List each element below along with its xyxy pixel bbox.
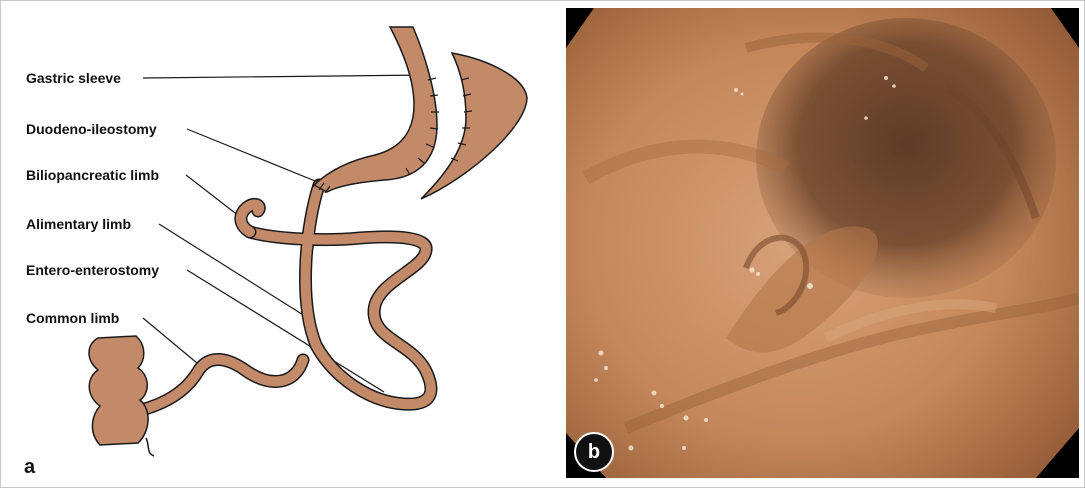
endoscopic-photo <box>566 8 1079 478</box>
label-alimentary-limb: Alimentary limb <box>26 216 131 232</box>
label-common-limb: Common limb <box>26 310 119 326</box>
panel-a-diagram: Gastric sleeve Duodeno-ileostomy Biliopa… <box>0 0 565 486</box>
panel-letter-a: a <box>24 456 35 479</box>
label-biliopancreatic-limb: Biliopancreatic limb <box>26 167 159 183</box>
label-gastric-sleeve: Gastric sleeve <box>26 70 121 86</box>
panel-b-endoscopy-image: b <box>566 8 1079 478</box>
label-entero-enterostomy: Entero-enterostomy <box>26 262 159 278</box>
panel-letter-b: b <box>574 432 614 472</box>
label-duodeno-ileostomy: Duodeno-ileostomy <box>26 121 157 137</box>
colon <box>89 336 148 445</box>
gastric-sleeve <box>314 27 437 192</box>
